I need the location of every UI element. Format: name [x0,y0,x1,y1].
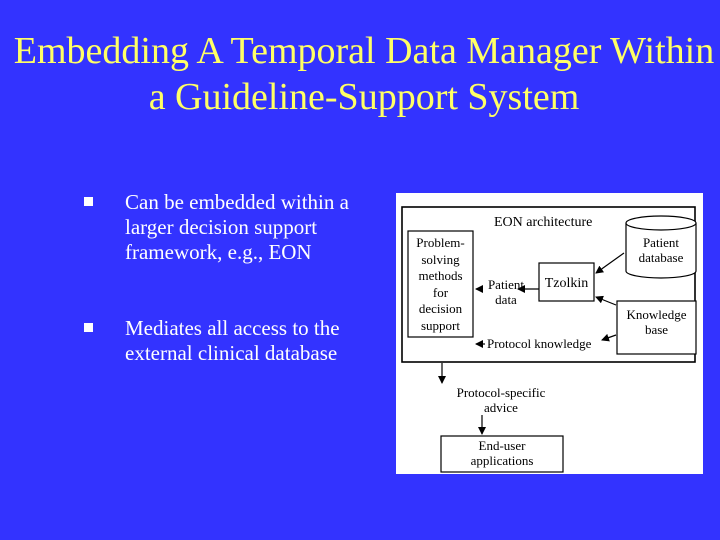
problem-solving-box [407,230,474,338]
patient-database-cylinder [625,215,697,279]
arrow-knowledge-to-protocol [601,333,617,342]
problem-solving-line: decision [418,301,463,316]
slide-title: Embedding A Temporal Data Manager Within… [13,30,715,118]
problem-solving-label: Problem- solving methods for decision su… [408,235,473,334]
patient-data-label: Patient data [480,277,532,307]
knowledge-base-line: base [644,322,669,337]
problem-solving-line: Problem- [416,235,465,250]
patient-database-line: database [638,250,684,265]
square-bullet-icon [84,323,93,332]
problem-solving-line: support [421,317,460,333]
tzolkin-label: Tzolkin [544,276,589,291]
architecture-label: EON architecture [494,215,593,230]
square-bullet-icon [84,197,93,206]
end-user-box [440,435,564,473]
patient-database-label: Patient database [626,235,696,265]
bullet-text: Mediates all access to the external clin… [125,316,340,365]
patient-database-line: Patient [642,235,680,250]
problem-solving-line: for [432,284,449,300]
problem-solving-line: solving [421,251,460,267]
arrow-database-to-tzolkin [595,252,625,274]
knowledge-base-label: Knowledge base [617,307,696,337]
patient-data-line: Patient [487,277,525,292]
patient-data-line: data [495,292,517,307]
arrow-knowledge-to-tzolkin [595,295,617,306]
knowledge-base-line: Knowledge [626,307,687,322]
bullet-text: Can be embedded within a larger decision… [125,190,349,264]
protocol-knowledge-label: Protocol knowledge [487,336,592,351]
diagram-graphics [401,206,697,473]
architecture-frame [401,206,696,363]
end-user-line: End-user [478,438,526,453]
problem-solving-line: methods [418,268,463,283]
end-user-label: End-user applications [441,438,563,468]
knowledge-base-box [616,300,697,355]
protocol-advice-label: Protocol-specific advice [446,385,556,415]
tzolkin-box [538,262,595,302]
eon-architecture-diagram: EON architecture Problem- solving method… [396,193,703,474]
protocol-advice-line: advice [484,400,518,415]
protocol-advice-line: Protocol-specific [456,385,546,400]
end-user-line: applications [470,453,534,468]
